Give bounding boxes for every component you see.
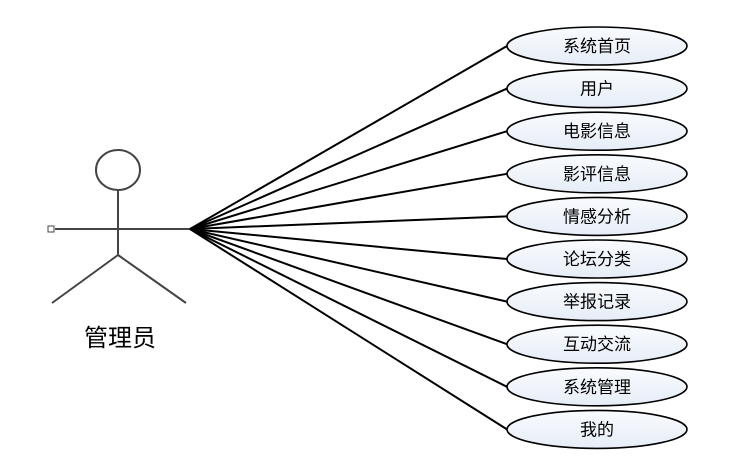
association-line [189,228,508,346]
association-line [189,228,508,388]
use-case-label: 我的 [580,420,614,440]
use-case-label: 系统首页 [563,37,631,57]
use-case-label: 举报记录 [563,293,631,313]
use-case-ellipse [506,324,688,365]
use-case-label: 情感分析 [563,207,631,227]
actor-left-leg [51,254,119,304]
use-case: 影评信息 [506,154,688,194]
use-case: 系统管理 [506,366,688,407]
use-case: 情感分析 [506,196,688,237]
association-line [189,45,508,230]
association-line [189,228,508,431]
use-case: 互动交流 [506,324,688,365]
use-case-ellipse [506,366,688,407]
use-case-label: 影评信息 [563,165,631,185]
use-case-label: 论坛分类 [563,250,631,270]
actor-head [95,149,141,191]
use-case: 系统首页 [506,26,688,66]
use-case-ellipse [506,68,688,109]
use-case-ellipse [506,26,688,66]
use-case-label: 用户 [580,80,614,100]
association-line [189,87,508,230]
use-case: 我的 [506,409,688,450]
association-line [189,228,508,260]
use-case-label: 系统管理 [563,378,631,398]
use-case-label: 电影信息 [563,122,631,142]
use-case: 电影信息 [506,111,688,151]
use-case-ellipse [506,281,688,322]
actor-port-marker [47,225,55,233]
use-case: 论坛分类 [506,239,688,279]
use-case: 举报记录 [506,281,688,322]
use-case: 用户 [506,68,688,109]
actor-label: 管理员 [84,324,156,352]
use-case-label: 互动交流 [563,335,631,355]
use-case-ellipse [506,111,688,151]
use-case-ellipse [506,196,688,237]
association-line [189,228,508,303]
association-line [189,172,508,230]
association-line [189,130,508,230]
actor-right-leg [117,254,187,304]
association-line [189,215,508,230]
use-case-ellipse [506,239,688,279]
use-case-ellipse [506,154,688,194]
actor-figure [47,149,190,304]
use-case-ellipse [506,409,688,450]
association-lines [189,45,508,431]
